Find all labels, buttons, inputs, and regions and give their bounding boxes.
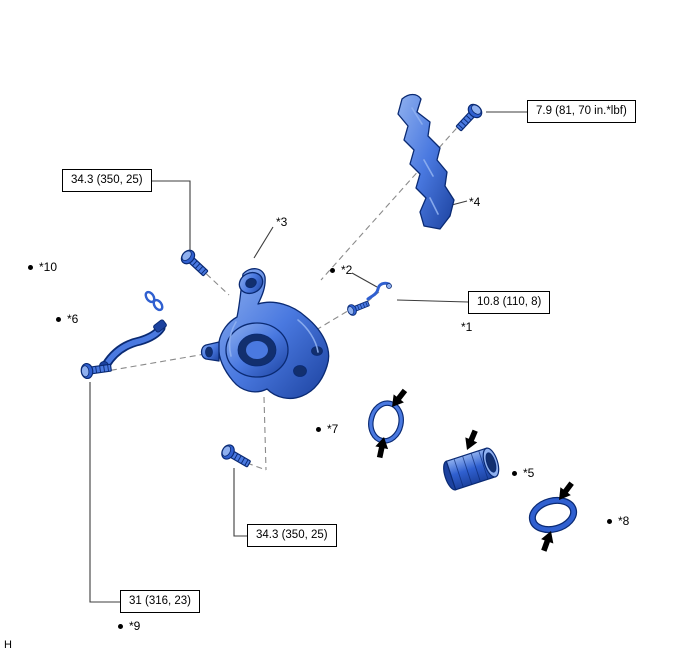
bullet-dot: [512, 470, 517, 476]
callout-9: *9: [118, 619, 140, 633]
callout-label: *7: [327, 422, 339, 436]
bullet-dot: [118, 623, 123, 629]
callout-4: *4: [469, 195, 480, 209]
callout-label: *9: [129, 619, 141, 633]
torque-spec-box-union-bolt: 10.8 (110, 8): [468, 291, 551, 314]
callout-8: *8: [607, 514, 629, 528]
torque-spec-box-upper-knuckle-bolt: 34.3 (350, 25): [62, 169, 152, 192]
callout-label: *1: [461, 320, 473, 334]
bullet-dot: [316, 426, 321, 432]
dust-shield-part: [397, 93, 455, 230]
torque-spec-box-hose-bolt: 31 (316, 23): [120, 590, 201, 613]
callout-label: *4: [469, 195, 481, 209]
callout-6: *6: [56, 312, 78, 326]
hose-clip-part: [366, 281, 392, 301]
callout-3: *3: [276, 215, 287, 229]
o-ring-part: [368, 400, 404, 444]
shield-bolt-icon: [452, 101, 485, 135]
steering-knuckle-part: [200, 268, 330, 400]
callout-2: *2: [330, 263, 352, 277]
torque-value: 34.3 (350, 25): [256, 529, 328, 541]
callout-7: *7: [316, 422, 338, 436]
leader-lines: [89, 111, 527, 603]
torque-value: 10.8 (110, 8): [477, 296, 542, 308]
callout-1: *1: [461, 320, 472, 334]
callout-10: *10: [28, 260, 57, 274]
callout-label: *6: [67, 312, 79, 326]
snap-ring-part: [528, 496, 578, 534]
callout-label: *3: [276, 215, 288, 229]
torque-value: 34.3 (350, 25): [71, 174, 143, 186]
gasket-washers-part: [144, 290, 164, 312]
bullet-dot: [607, 518, 612, 524]
bushing-part: [443, 447, 500, 491]
bullet-dot: [28, 264, 33, 270]
figure-index-letter: H: [4, 639, 12, 651]
callout-5: *5: [512, 466, 534, 480]
bullet-dot: [56, 316, 61, 322]
torque-spec-box-lower-knuckle-bolt: 34.3 (350, 25): [247, 524, 337, 547]
assembly-dashed-lines: [100, 120, 464, 471]
torque-value: 31 (316, 23): [129, 595, 192, 607]
lower-knuckle-bolt-icon: [218, 442, 254, 472]
callout-label: *5: [523, 466, 535, 480]
torque-spec-box-shield-bolt: 7.9 (81, 70 in.*lbf): [527, 100, 636, 123]
bullet-dot: [330, 267, 335, 273]
callout-label: *2: [341, 263, 353, 277]
arrow-bushing-icon: [461, 428, 482, 453]
callout-label: *10: [39, 260, 58, 274]
callout-label: *8: [618, 514, 630, 528]
torque-value: 7.9 (81, 70 in.*lbf): [536, 105, 627, 117]
brake-hose-part: [99, 319, 167, 371]
union-bolt-part: [345, 297, 372, 318]
